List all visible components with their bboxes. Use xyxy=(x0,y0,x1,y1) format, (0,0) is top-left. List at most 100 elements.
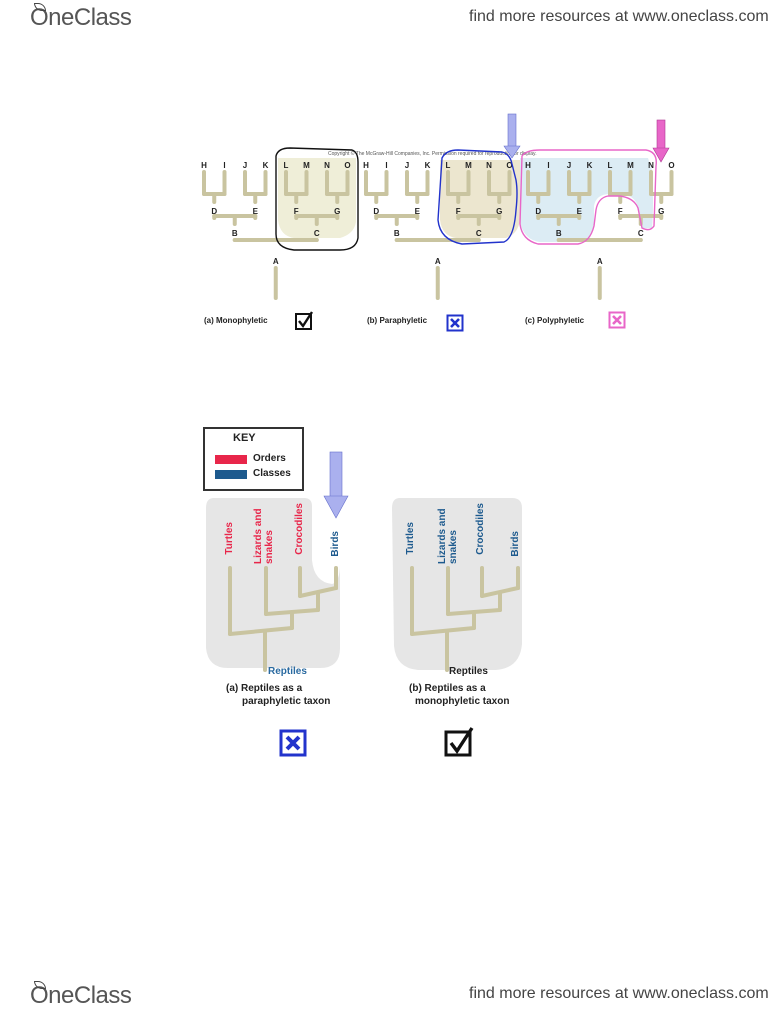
logo-text: OneClass xyxy=(30,4,132,31)
classes-swatch xyxy=(215,470,247,479)
node-label: L xyxy=(284,161,289,170)
polyphyletic-arrow xyxy=(652,119,670,163)
monophyletic-reptiles-region xyxy=(392,498,522,670)
caption-monophyletic: (a) Monophyletic xyxy=(204,316,268,325)
node-label: F xyxy=(294,207,299,216)
cross-box-icon xyxy=(446,314,464,332)
node-label: E xyxy=(415,207,421,216)
caption-monophyletic-taxon: (b) Reptiles as a monophyletic taxon xyxy=(409,682,539,708)
node-label: M xyxy=(627,161,634,170)
phylogeny-types-diagram: H I J K L M N O D E F G B C A H I J K L M N O D E F G B C A H I J K L M N O D E… xyxy=(201,113,675,300)
node-label: I xyxy=(385,161,387,170)
caption-line: monophyletic taxon xyxy=(415,696,510,707)
node-label: M xyxy=(465,161,472,170)
node-label: O xyxy=(344,161,350,170)
cross-box-icon xyxy=(279,729,307,757)
caption-polyphyletic: (c) Polyphyletic xyxy=(525,316,585,325)
caption-line: paraphyletic taxon xyxy=(242,696,331,707)
node-label: H xyxy=(201,161,207,170)
key-title: KEY xyxy=(233,432,256,444)
birds-arrow xyxy=(323,451,349,519)
footer-logo[interactable]: OneClass xyxy=(30,981,132,1010)
node-label: D xyxy=(211,207,217,216)
taxon-label-turtles: Turtles xyxy=(405,522,416,555)
cladogram-labels: H I J K L M N O D E F G B C A H I J K L M N O D E F G B C A H I J K L M N O D E… xyxy=(201,161,675,266)
taxon-label-birds: Birds xyxy=(330,531,341,557)
node-label: K xyxy=(425,161,431,170)
node-label: C xyxy=(476,229,482,238)
paraphyletic-arrow xyxy=(503,113,521,159)
node-label: B xyxy=(394,229,400,238)
footer-resources-link[interactable]: find more resources at www.oneclass.com xyxy=(469,985,769,1002)
logo-text: OneClass xyxy=(30,982,132,1009)
monophyletic-highlight xyxy=(278,158,356,238)
legend-key: KEY Orders Classes xyxy=(203,427,304,491)
paraphyletic-outline xyxy=(437,149,518,245)
node-label: E xyxy=(253,207,259,216)
node-label: A xyxy=(273,257,279,266)
node-label: B xyxy=(556,229,562,238)
node-label: N xyxy=(648,161,654,170)
orders-swatch xyxy=(215,455,247,464)
root-label-reptiles-b: Reptiles xyxy=(449,666,488,677)
node-label: N xyxy=(486,161,492,170)
taxon-label-lizards-snakes: Lizards and snakes xyxy=(437,502,461,564)
cross-box-icon xyxy=(608,311,626,329)
taxon-label-lizards-snakes: Lizards and snakes xyxy=(253,502,277,564)
caption-line: (a) Reptiles as a xyxy=(226,683,303,694)
monophyletic-outline xyxy=(275,147,359,251)
node-label: O xyxy=(506,161,512,170)
check-box-icon xyxy=(444,727,474,757)
taxon-label-birds: Birds xyxy=(510,531,521,557)
cladogram xyxy=(202,170,350,300)
node-label: K xyxy=(587,161,593,170)
node-label: D xyxy=(535,207,541,216)
root-label-reptiles-a: Reptiles xyxy=(268,666,307,677)
check-box-icon xyxy=(295,311,314,330)
caption-paraphyletic: (b) Paraphyletic xyxy=(367,316,428,325)
node-label: C xyxy=(314,229,320,238)
key-classes: Classes xyxy=(253,468,291,479)
caption-paraphyletic-taxon: (a) Reptiles as a paraphyletic taxon xyxy=(226,682,346,708)
node-label: G xyxy=(658,207,664,216)
polyphyletic-outline xyxy=(519,149,657,245)
cladogram-trees xyxy=(202,170,674,300)
taxon-label-text: Lizards and snakes xyxy=(253,508,275,564)
taxon-label-crocodiles: Crocodiles xyxy=(294,503,305,555)
paraphyletic-reptiles-region xyxy=(206,498,340,668)
node-label: I xyxy=(223,161,225,170)
node-label: A xyxy=(597,257,603,266)
node-label: J xyxy=(567,161,571,170)
header-resources-link[interactable]: find more resources at www.oneclass.com xyxy=(469,8,769,25)
node-label: L xyxy=(608,161,613,170)
reptile-cladograms xyxy=(206,451,522,672)
node-label: C xyxy=(638,229,644,238)
polyphyletic-highlight xyxy=(520,158,653,242)
caption-line: (b) Reptiles as a xyxy=(409,683,486,694)
node-label: G xyxy=(334,207,340,216)
branch xyxy=(410,626,476,636)
header-logo[interactable]: OneClass xyxy=(30,3,132,32)
branch xyxy=(228,626,294,636)
key-orders: Orders xyxy=(253,453,286,464)
node-label: H xyxy=(363,161,369,170)
node-label: M xyxy=(303,161,310,170)
cladogram xyxy=(364,170,512,300)
taxon-label-text: Lizards and snakes xyxy=(437,508,459,564)
node-label: D xyxy=(373,207,379,216)
node-label: H xyxy=(525,161,531,170)
node-label: F xyxy=(456,207,461,216)
node-label: B xyxy=(232,229,238,238)
node-label: E xyxy=(577,207,583,216)
node-label: F xyxy=(618,207,623,216)
node-label: N xyxy=(324,161,330,170)
node-label: L xyxy=(446,161,451,170)
copyright-notice: Copyright © The McGraw-Hill Companies, I… xyxy=(328,151,537,157)
node-label: I xyxy=(547,161,549,170)
reptile-tree-branches xyxy=(228,566,520,672)
node-label: O xyxy=(668,161,674,170)
node-label: J xyxy=(243,161,247,170)
node-label: J xyxy=(405,161,409,170)
taxon-label-crocodiles: Crocodiles xyxy=(475,503,486,555)
node-label: K xyxy=(263,161,269,170)
